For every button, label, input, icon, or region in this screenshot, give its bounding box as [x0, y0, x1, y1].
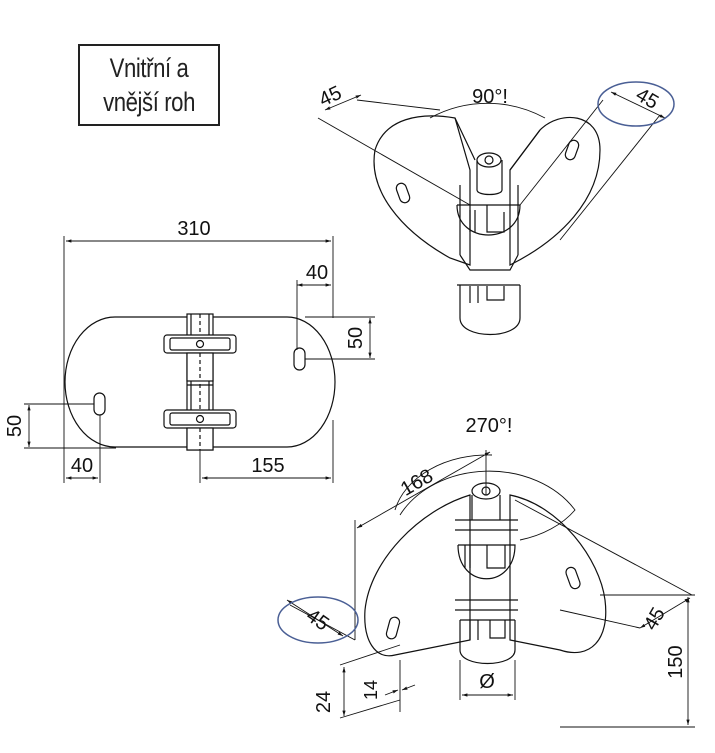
dim-45-outer-left-label: 45	[302, 605, 333, 636]
angle-90-label: 90°!	[472, 86, 508, 108]
dim-168-label: 168	[397, 465, 437, 501]
title-box: Vnitřní a vnější roh	[78, 44, 220, 126]
dim-150-label: 150	[665, 645, 687, 678]
slot-inner-right	[564, 139, 580, 161]
slot-outer-left	[385, 616, 401, 640]
inner-corner-view	[373, 115, 601, 335]
title-line-2: vnější roh	[103, 87, 195, 117]
dim-45-inner-left-label: 45	[316, 82, 345, 111]
dim-40-top-label: 40	[306, 262, 328, 284]
flat-plate-view	[64, 313, 336, 451]
dim-45-inner-right-label: 45	[632, 84, 662, 114]
left-plate	[373, 115, 471, 266]
dim-24-label: 24	[313, 691, 335, 713]
outer-left-plate	[364, 494, 471, 657]
slot-outer-right	[565, 566, 581, 590]
plate-outline	[64, 316, 336, 448]
dim-40-bottom-label: 40	[71, 455, 93, 477]
title-line-1: Vnitřní a	[109, 53, 189, 83]
dim-14-label: 14	[361, 680, 381, 700]
slot-inner-left	[395, 182, 411, 204]
outer-corner-dimensions	[286, 450, 695, 728]
highlight-ring-inner	[597, 81, 675, 127]
dim-50-left-label: 50	[4, 415, 26, 437]
slot-left	[93, 392, 106, 416]
outer-right-plate	[509, 494, 607, 654]
flat-plate-dimensions	[24, 236, 375, 483]
dim-310-label: 310	[177, 218, 210, 240]
right-plate	[509, 116, 601, 266]
dim-155-label: 155	[251, 455, 284, 477]
dim-45-outer-right-label: 45	[640, 604, 670, 634]
highlight-ring-outer	[277, 596, 359, 644]
dim-diameter-label: Ø	[479, 671, 495, 693]
outer-corner-view	[364, 482, 607, 665]
dim-50-right-label: 50	[345, 327, 367, 349]
inner-corner-dimensions	[317, 91, 666, 241]
slot-right	[293, 347, 306, 371]
angle-270-label: 270°!	[466, 415, 513, 437]
